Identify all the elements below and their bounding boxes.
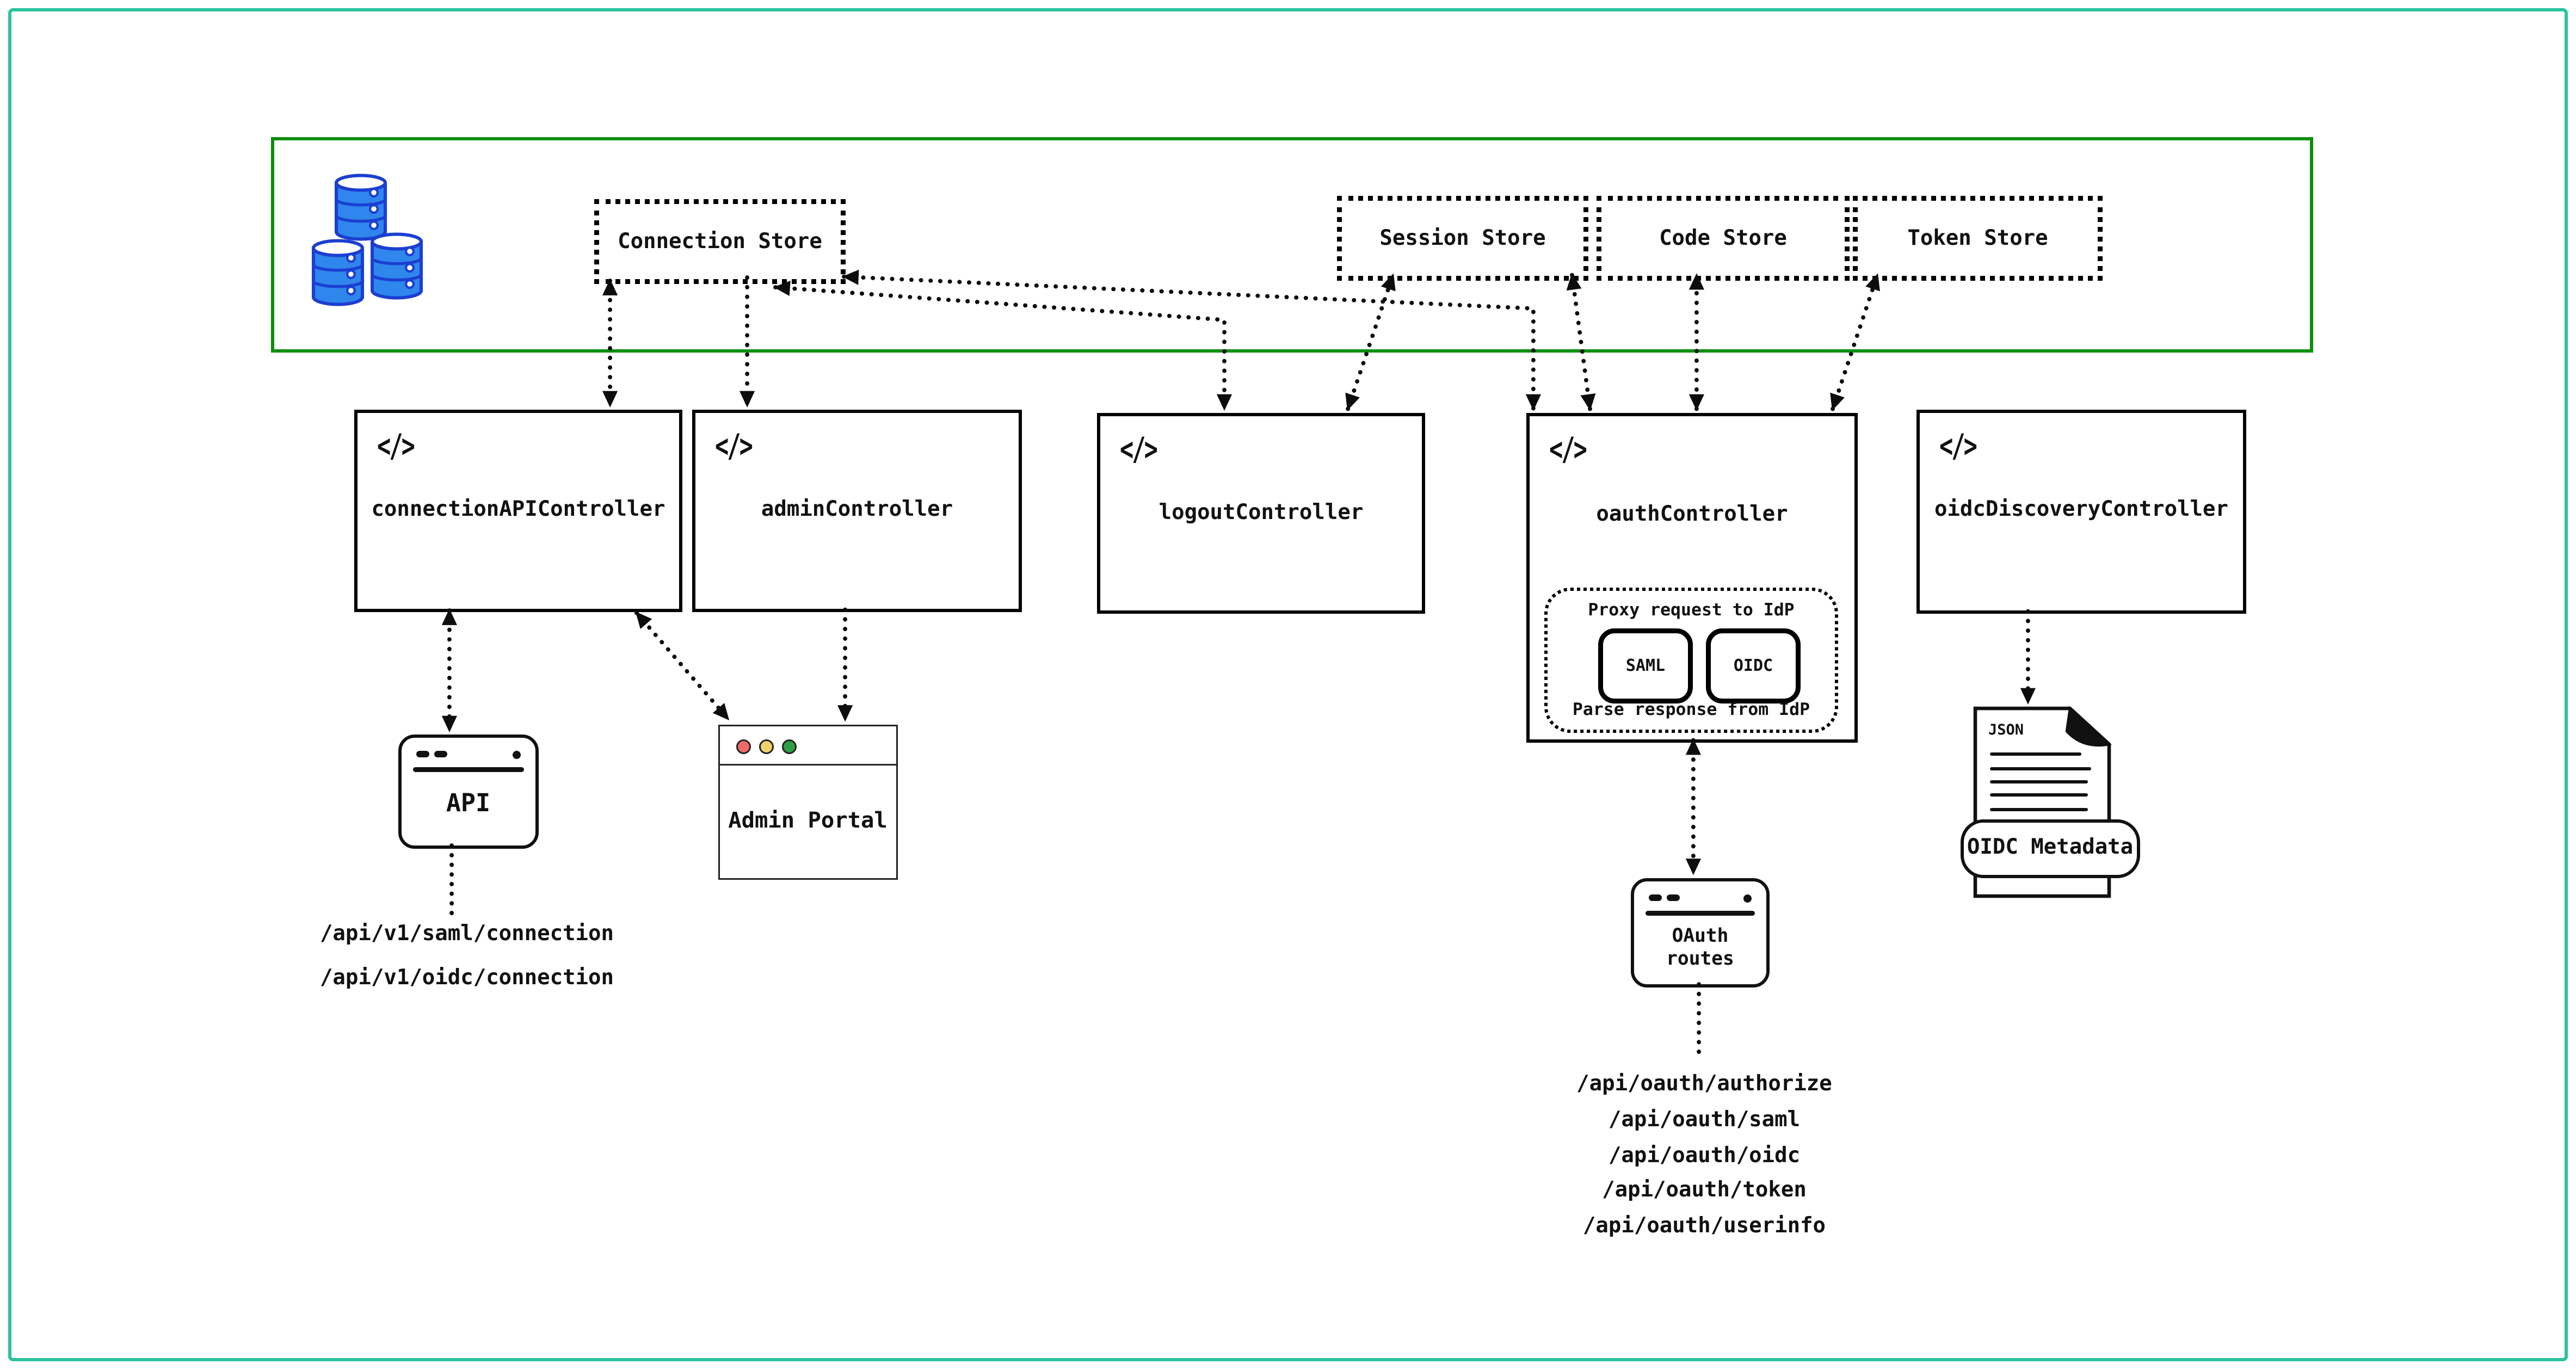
- connection-api-route-list: /api/v1/saml/connection /api/v1/oidc/con…: [315, 922, 619, 991]
- controller-logout-label: logoutController: [1158, 501, 1364, 526]
- code-icon: </>: [1549, 433, 1587, 470]
- controller-admin: </> adminController: [692, 410, 1022, 612]
- window-dash-icon: [416, 751, 429, 757]
- admin-portal-window: Admin Portal: [718, 724, 898, 880]
- store-code-label: Code Store: [1659, 226, 1787, 251]
- code-icon: </>: [377, 429, 415, 466]
- route-item: /api/oauth/token: [1602, 1179, 1807, 1204]
- controller-oidc-discovery: </> oidcDiscoveryController: [1916, 410, 2246, 614]
- admin-portal-titlebar: [720, 726, 896, 766]
- window-dash-icon: [1667, 894, 1680, 901]
- outer-frame: [8, 8, 2568, 1362]
- code-icon: </>: [1939, 429, 1977, 466]
- store-connection-label: Connection Store: [618, 229, 822, 254]
- controller-connection-api: </> connectionAPIController: [354, 410, 682, 612]
- route-item: /api/v1/oidc/connection: [319, 966, 614, 991]
- window-dash-icon: [1649, 894, 1662, 901]
- store-code: Code Store: [1597, 196, 1850, 281]
- controller-logout: </> logoutController: [1097, 413, 1425, 614]
- window-bar: [412, 767, 524, 772]
- minimize-circle-icon: [759, 739, 774, 754]
- oauth-routes-window: OAuth routes: [1631, 878, 1770, 988]
- window-dot-icon: [1743, 893, 1752, 902]
- oidc-metadata-badge-label: OIDC Metadata: [1967, 836, 2134, 861]
- window-dash-icon: [434, 751, 447, 757]
- controller-oidc-discovery-label: oidcDiscoveryController: [1934, 498, 2228, 522]
- idp-proxy-subtitle: Parse response from IdP: [1572, 700, 1810, 720]
- window-bar: [1646, 911, 1755, 916]
- route-item: /api/oauth/authorize: [1576, 1072, 1832, 1097]
- store-session: Session Store: [1337, 196, 1588, 281]
- route-item: /api/v1/saml/connection: [319, 922, 614, 947]
- store-session-label: Session Store: [1379, 226, 1546, 251]
- route-item: /api/oauth/saml: [1608, 1108, 1801, 1133]
- api-window-label: API: [446, 788, 491, 818]
- route-item: /api/oauth/userinfo: [1582, 1214, 1826, 1239]
- route-item: /api/oauth/oidc: [1608, 1143, 1801, 1168]
- window-dot-icon: [512, 750, 521, 758]
- admin-portal-label: Admin Portal: [728, 807, 888, 834]
- code-icon: </>: [715, 429, 753, 466]
- store-connection: Connection Store: [594, 199, 846, 284]
- controller-admin-label: adminController: [761, 498, 953, 522]
- code-icon: </>: [1120, 433, 1158, 470]
- controller-oauth-label: oauthController: [1596, 503, 1788, 527]
- maximize-circle-icon: [782, 739, 797, 754]
- idp-proxy-box: Proxy request to IdP SAML OIDC Parse res…: [1544, 588, 1838, 733]
- oidc-metadata-badge: OIDC Metadata: [1961, 819, 2140, 878]
- oauth-route-list: /api/oauth/authorize /api/oauth/saml /ap…: [1541, 1067, 1868, 1245]
- oauth-routes-window-label: OAuth routes: [1666, 924, 1734, 970]
- idp-proxy-title: Proxy request to IdP: [1588, 601, 1795, 620]
- protocol-saml: SAML: [1598, 628, 1693, 703]
- protocol-oidc-label: OIDC: [1733, 657, 1773, 675]
- protocol-saml-label: SAML: [1625, 657, 1666, 675]
- controller-oauth: </> oauthController Proxy request to IdP…: [1526, 413, 1858, 743]
- close-circle-icon: [736, 739, 751, 754]
- protocol-oidc: OIDC: [1706, 628, 1801, 703]
- controller-connection-api-label: connectionAPIController: [371, 498, 665, 522]
- store-token: Token Store: [1853, 196, 2103, 281]
- store-token-label: Token Store: [1907, 226, 2048, 251]
- api-window: API: [398, 735, 539, 849]
